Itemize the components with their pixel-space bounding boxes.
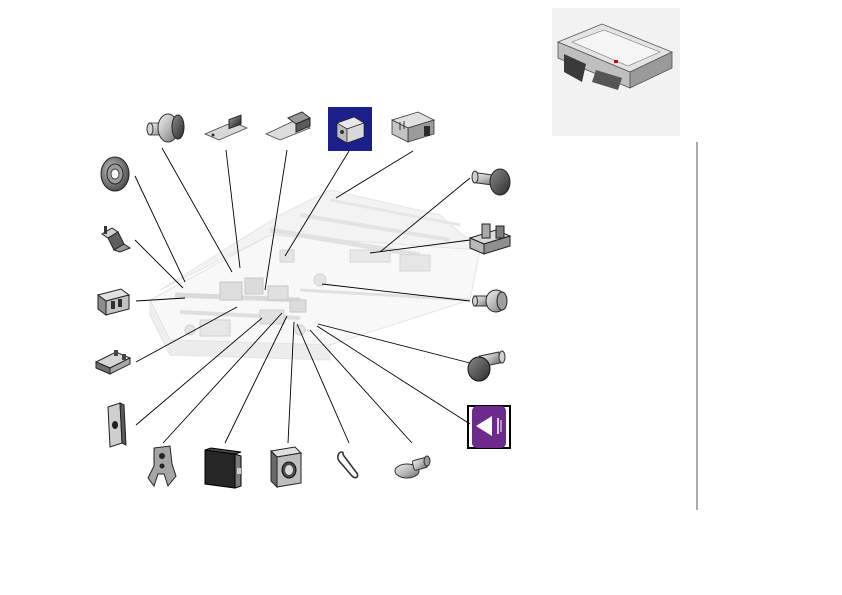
part-roller-pin-large[interactable] — [466, 346, 510, 384]
part-sensor-holder[interactable] — [468, 222, 512, 258]
part-roller-pin-middle[interactable] — [472, 286, 512, 316]
part-connector-housing[interactable] — [95, 287, 133, 317]
part-pcb-module[interactable] — [203, 446, 245, 490]
part-latch-clip[interactable] — [98, 222, 132, 254]
part-mounting-plate[interactable] — [104, 402, 127, 449]
part-sensor-block[interactable] — [328, 107, 372, 151]
part-bracket-connector[interactable] — [388, 108, 436, 144]
part-warning-label[interactable] — [466, 404, 512, 450]
location-marker — [614, 60, 618, 63]
part-spring-clip[interactable] — [94, 346, 134, 376]
part-cam-lever[interactable] — [393, 453, 433, 483]
part-square-bushing[interactable] — [269, 445, 305, 489]
part-hinge-bracket[interactable] — [146, 444, 180, 488]
main-assembly — [149, 189, 482, 361]
part-small-circuit-board-b[interactable] — [264, 110, 314, 142]
part-roller-pin-top[interactable] — [470, 162, 512, 198]
part-ring-bearing[interactable] — [98, 155, 132, 193]
assembly-overview-thumbnail[interactable] — [552, 8, 680, 136]
leader-lines — [134, 147, 471, 444]
part-wire-spring[interactable] — [334, 448, 362, 480]
part-small-circuit-board-a[interactable] — [203, 112, 249, 144]
part-shaft-end-cap[interactable] — [146, 107, 188, 149]
